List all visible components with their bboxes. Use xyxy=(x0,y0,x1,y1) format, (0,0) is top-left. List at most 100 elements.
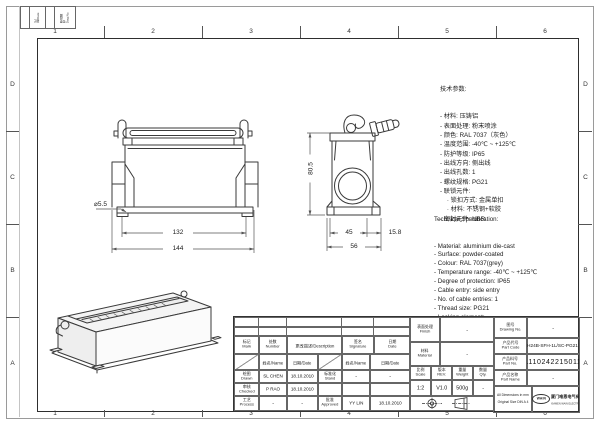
stand-date: - xyxy=(389,373,391,380)
side-view-drawing xyxy=(307,114,400,251)
subheader-name: 姓名/Name xyxy=(258,353,288,371)
dim-side-offset: 15.8 xyxy=(382,229,408,236)
spec-line: - 密封元件: NBR xyxy=(440,215,486,223)
zone-number: 5 xyxy=(445,410,449,417)
part-code-label: 产品代号 Part Code xyxy=(501,341,520,350)
note-original-size: Original Size DIN A 4 xyxy=(497,400,529,404)
rev-description-label: 更改描述/Description xyxy=(295,343,334,349)
zone-number: 3 xyxy=(249,410,253,417)
part-name-label: 产品名称 Part Name xyxy=(501,373,520,382)
drawn-label-cell: 绘图 Drawn xyxy=(234,369,260,384)
checked-label-cell: 审核 Checked xyxy=(234,382,260,397)
qty-label-cell: 数量 Qty. xyxy=(472,365,495,381)
specs-cn-title: 技术参数: xyxy=(440,85,467,93)
spec-line: - 出线孔数: 1 xyxy=(440,169,476,177)
checked-label: 审核 Checked xyxy=(239,385,255,394)
corner-dwg-label: 更改图号 Dwg.No. xyxy=(60,11,70,24)
stand-name-cell: - xyxy=(341,369,371,384)
part-code-label-cell: 产品代号 Part Code xyxy=(493,337,528,355)
qty-label: 数量 Qty. xyxy=(479,368,488,377)
spec-line: - 颜色: RAL 7037（灰色） xyxy=(440,132,512,140)
part-no-label-cell: 产品料号 Part No. xyxy=(493,353,528,371)
rev-header-mark: 标记 Mark xyxy=(234,335,260,355)
spec-line: - 温度范围: -40℃ ~ +125℃ xyxy=(440,141,516,149)
spec-line: - Degree of protection: IP65 xyxy=(434,278,511,286)
specs-en-title: Technical Specification: xyxy=(434,215,499,223)
isometric-view xyxy=(38,278,240,406)
part-code-value-cell: H24B-SFH-1L/SC-PG21 xyxy=(526,337,580,355)
zone-number: 4 xyxy=(347,28,351,35)
outer-border xyxy=(6,6,594,419)
finish-value: - xyxy=(466,327,468,333)
part-name-label-cell: 产品名称 Part Name xyxy=(493,369,528,387)
diagonal-cell xyxy=(317,353,343,371)
spec-line: - Temperature range: -40℃ ~ +125℃ xyxy=(434,269,538,277)
part-code-value: H24B-SFH-1L/SC-PG21 xyxy=(527,343,579,349)
zone-letter: B xyxy=(10,267,15,274)
part-name-value: - xyxy=(552,375,554,381)
company-name-en: XIAMEN WAIN ELECTRICAL CO.,LTD xyxy=(551,402,579,405)
spec-line: - 螺纹规格: PG21 xyxy=(440,178,488,186)
scale-label: 比例 Scale xyxy=(415,368,426,377)
company-name-cn: 厦门唯恩电气有限公司 xyxy=(551,394,579,400)
approved-name-cell: YY LIN xyxy=(341,395,371,411)
rev-number-label: 处数 Number xyxy=(265,340,281,349)
zone-number: 5 xyxy=(445,28,449,35)
spec-line: - 表面处理: 粉末喷涂 xyxy=(440,122,497,130)
scale-value-cell: 1:2 xyxy=(409,379,432,397)
date-label: 日期/Date xyxy=(293,360,312,366)
spec-line: · 材料: 不锈钢+软胶 xyxy=(440,206,502,214)
first-angle-projection-icon xyxy=(422,396,470,410)
weight-label: 重量 Weight xyxy=(456,368,469,377)
rev-header-date: 日期 Date xyxy=(373,335,411,355)
spec-line: · 锁扣方式: 金属单扣 xyxy=(440,197,504,205)
stand-label: 标准化 Stand xyxy=(324,372,336,381)
isometric-view-drawing xyxy=(49,290,222,374)
zone-number: 2 xyxy=(151,28,155,35)
note-dimensions: All Dimensions in mm xyxy=(497,393,529,397)
part-name-value-cell: - xyxy=(526,369,580,387)
material-value-cell: - xyxy=(439,341,495,367)
stand-date-cell: - xyxy=(369,369,411,384)
approved-date: 18.10.2010 xyxy=(378,400,402,406)
drawing-no-label-cell: 图号 Drawing No. xyxy=(493,317,528,339)
drawing-no-label: 图号 Drawing No. xyxy=(499,323,522,332)
spec-line: - Colour: RAL 7037(grey) xyxy=(434,260,503,268)
material-label-cell: 材料 Material xyxy=(409,341,441,367)
drawing-no-value-cell: - xyxy=(526,317,580,339)
checked-name-cell: P RAO xyxy=(258,382,288,397)
dim-side-inner: 45 xyxy=(338,229,360,236)
checked-date: 18.10.2010 xyxy=(291,387,314,392)
dim-front-outer: 144 xyxy=(163,245,193,252)
drawn-label: 绘图 Drawn xyxy=(241,372,253,381)
name-label: 姓名/Name xyxy=(345,360,367,366)
process-label: 工艺 Process xyxy=(239,398,255,407)
zone-letter: C xyxy=(10,174,15,181)
spec-line: - Material: aluminium die-cast xyxy=(434,242,515,250)
approved-date-cell: 18.10.2010 xyxy=(369,395,411,411)
part-no-value: 1110242215011 xyxy=(526,358,580,366)
stand-label-cell: 标准化 Stand xyxy=(317,369,343,384)
weight-value: 500g xyxy=(456,385,469,391)
spec-line: - 材料: 压铸铝 xyxy=(440,113,479,121)
approved-label-cell: 批准 Approved xyxy=(317,395,343,411)
approved-label: 批准 Approved xyxy=(321,398,339,407)
process-name: - xyxy=(272,400,274,406)
rev-header-signature: 签名 Signature xyxy=(341,335,375,355)
zone-letter: D xyxy=(583,81,588,88)
specs-chinese: 技术参数: - 材料: 压铸铝- 表面处理: 粉末喷涂 - 颜色: RAL 703… xyxy=(440,66,516,243)
zone-letter: A xyxy=(10,360,15,367)
zone-number: 2 xyxy=(151,410,155,417)
drawn-date: 18.10.2010 xyxy=(291,374,314,379)
process-date: - xyxy=(301,400,304,406)
zone-number: 6 xyxy=(543,410,547,417)
spec-line: - 防护等级: IP65 xyxy=(440,150,485,158)
zone-letter: B xyxy=(583,267,588,274)
drawn-date-cell: 18.10.2010 xyxy=(286,369,319,384)
subheader-date-2: 日期/Date xyxy=(369,353,411,371)
dim-side-outer: 56 xyxy=(343,243,365,250)
material-value: - xyxy=(466,351,468,357)
subheader-name-2: 姓名/Name xyxy=(341,353,371,371)
drawn-name-cell: SL CHEN xyxy=(258,369,288,384)
